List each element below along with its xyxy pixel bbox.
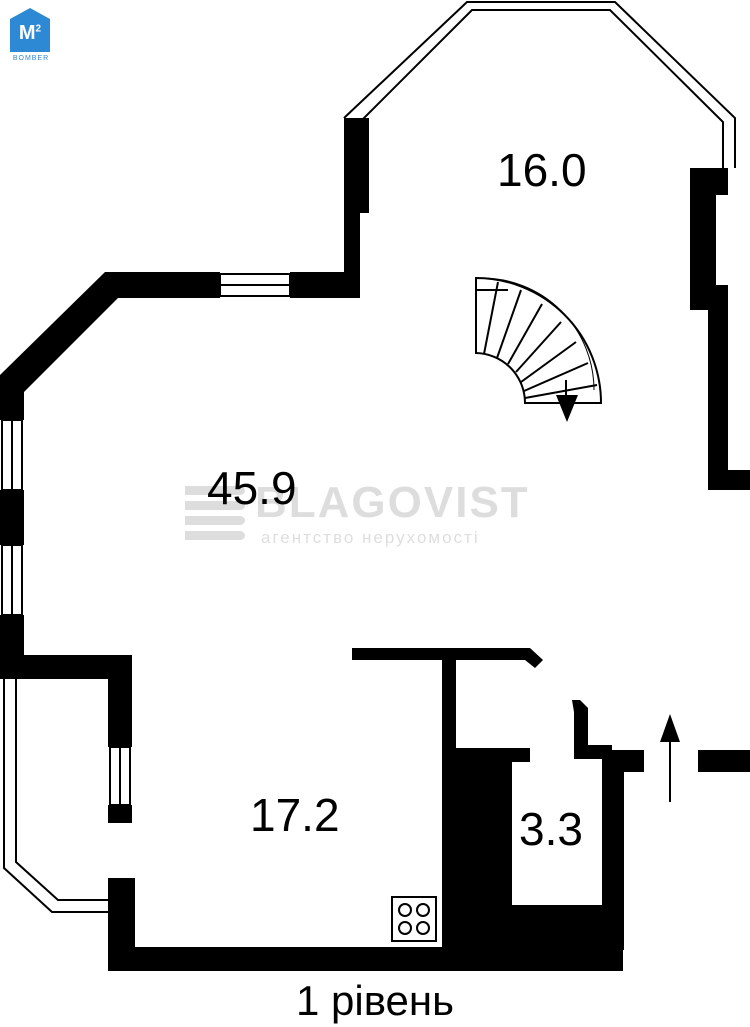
entrance-arrow-icon <box>660 714 680 802</box>
watermark-title: BLAGOVIST <box>255 478 530 527</box>
room-area-top-right: 16.0 <box>497 144 587 196</box>
wall-bath-stub <box>572 700 588 750</box>
bay-window-inner <box>359 9 724 168</box>
kitchen-bay-outer <box>3 679 108 913</box>
wall-bath-bottom <box>442 905 622 953</box>
bay-window-outer <box>343 0 736 168</box>
wall-right-upper <box>690 168 750 490</box>
blagovist-watermark: BLAGOVIST агентство нерухомості <box>185 478 575 552</box>
bomber-logo: M2 BOMBER <box>8 8 54 66</box>
wall-left-2 <box>0 615 24 660</box>
spiral-staircase-icon <box>475 276 603 408</box>
wall-partition-vertical <box>442 648 456 754</box>
stove-icon <box>391 896 437 942</box>
wall-kitchen-inner-bottom <box>108 805 132 823</box>
wall-bath-right-top <box>602 750 644 772</box>
wall-kitchen-inner <box>108 655 132 747</box>
wall-mid-vertical <box>344 200 360 290</box>
wall-bath-right <box>602 750 624 950</box>
windows <box>1 0 736 913</box>
logo-text: BOMBER <box>12 55 50 62</box>
kitchen-bay-inner <box>15 679 108 901</box>
watermark-mark <box>185 482 245 546</box>
room-area-kitchen: 17.2 <box>250 789 340 841</box>
level-label: 1 рівень <box>296 977 454 1024</box>
watermark-subtitle: агентство нерухомості <box>261 528 480 547</box>
room-area-main: 45.9 <box>207 462 297 514</box>
wall-upper-stub <box>344 118 369 213</box>
room-area-bathroom: 3.3 <box>519 803 583 855</box>
walls <box>0 118 750 971</box>
wall-left-1 <box>0 490 24 545</box>
logo-mark: M2 <box>18 22 42 44</box>
wall-upper-left <box>0 272 220 420</box>
stair-arrow-head <box>556 395 578 422</box>
wall-entrance <box>698 750 750 772</box>
